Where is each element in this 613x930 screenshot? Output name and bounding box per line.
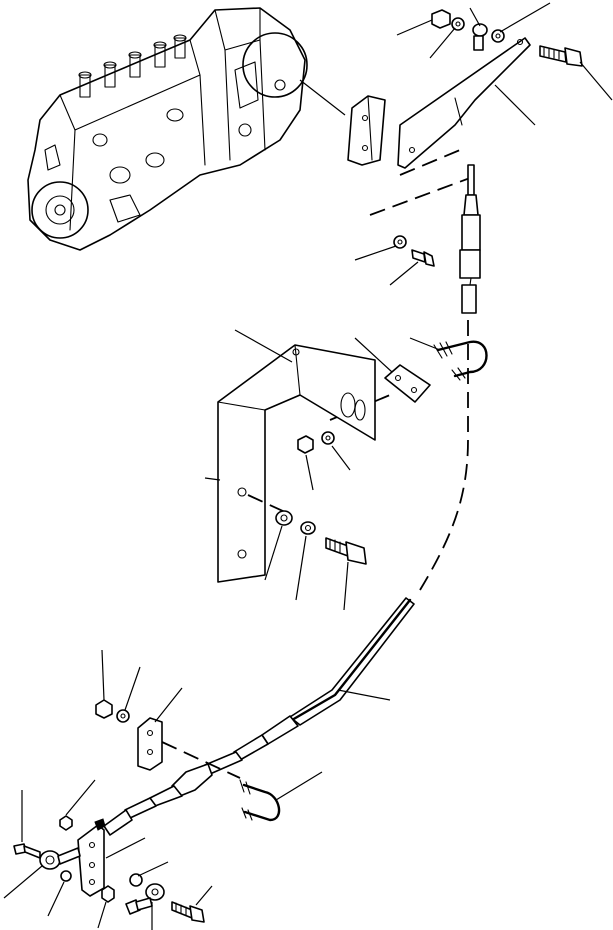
washer [321, 431, 335, 445]
throttle-cable [103, 164, 481, 836]
detail-plate [347, 95, 386, 166]
nut [431, 9, 451, 29]
spring-washer [300, 521, 316, 535]
bolt [411, 249, 435, 267]
bracket-main [217, 344, 376, 583]
washer [129, 873, 143, 887]
washer [393, 235, 407, 249]
nut [59, 815, 73, 831]
nut [95, 699, 113, 719]
bracket-upper [397, 37, 531, 169]
washer [116, 709, 130, 723]
plate-small [384, 364, 431, 403]
fuel-injection-pump [27, 7, 308, 251]
detail-link-line [299, 79, 346, 116]
bolt [125, 897, 153, 915]
washer [275, 510, 293, 526]
bolt [539, 45, 583, 67]
u-bolt [239, 779, 281, 822]
bolt [13, 843, 41, 859]
bolt [171, 901, 205, 923]
washer [60, 870, 72, 882]
ball-joint [145, 883, 165, 901]
ball-joint [39, 847, 81, 870]
nut [297, 435, 314, 454]
bolt [325, 537, 367, 565]
washer [451, 17, 465, 31]
bolt-stud [472, 23, 488, 51]
washer [491, 29, 505, 43]
u-bolt [433, 340, 488, 381]
clamp-plate [137, 717, 163, 771]
lever-lower [77, 818, 106, 897]
nut [101, 885, 115, 903]
